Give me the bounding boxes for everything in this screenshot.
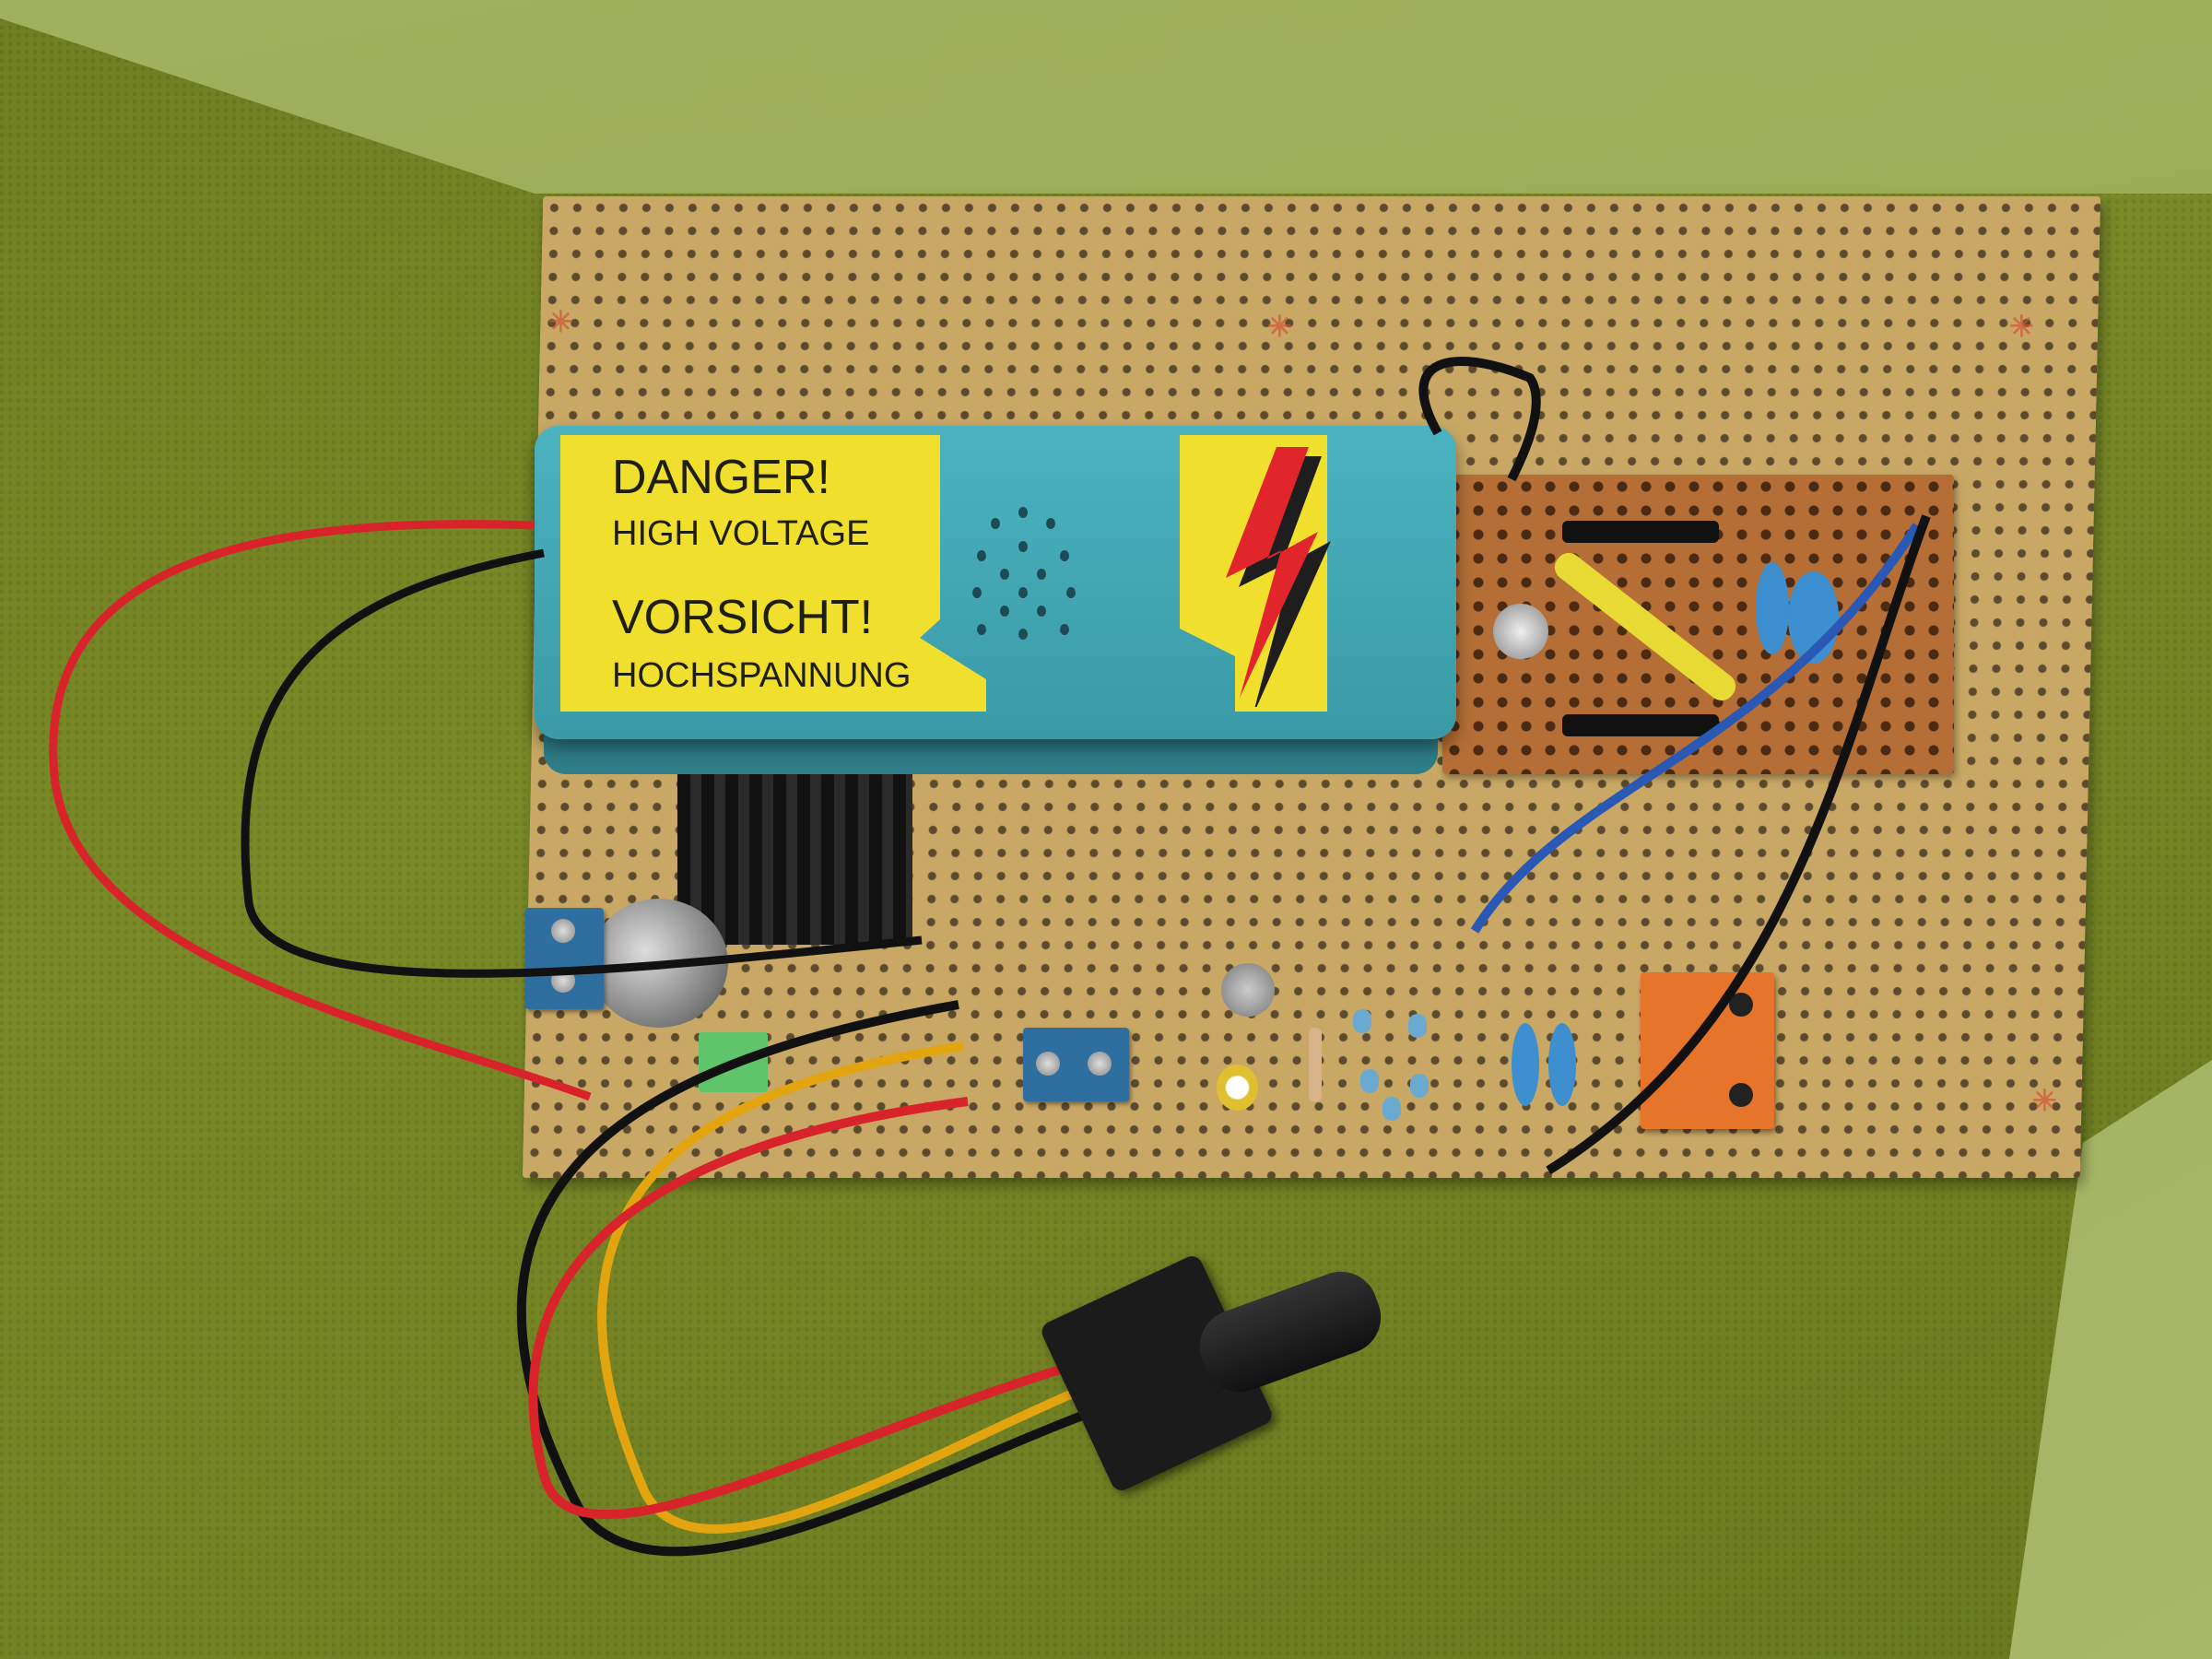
metal-can-transistor <box>1221 963 1275 1017</box>
corner-mark: ✳ <box>548 305 573 338</box>
disc-capacitor <box>1548 1023 1576 1106</box>
hv-module-box: DANGER! HIGH VOLTAGE VORSICHT! HOCHSPANN… <box>535 426 1456 739</box>
black-wire-pot <box>516 1000 1099 1557</box>
diode <box>1562 714 1719 736</box>
speaker-grille-icon <box>963 500 1111 647</box>
corner-mark: ✳ <box>2009 310 2034 343</box>
diode <box>1562 521 1719 543</box>
label-danger: DANGER! <box>612 451 830 504</box>
blue-screw-terminal-middle <box>1023 1028 1129 1101</box>
yellow-wire-pot <box>597 1041 1089 1534</box>
red-wire <box>49 520 592 1101</box>
hv-multiplier-subboard <box>1442 475 1954 774</box>
black-output-wire <box>1546 514 1931 1175</box>
blue-wire <box>1470 523 1922 934</box>
disc-capacitor <box>1512 1023 1539 1106</box>
trimmer-screw <box>1493 604 1548 659</box>
label-vorsicht: VORSICHT! <box>612 591 874 644</box>
resistor <box>1353 1009 1371 1033</box>
resistor <box>1410 1074 1429 1098</box>
label-hochspannung: HOCHSPANNUNG <box>612 656 912 695</box>
warning-label <box>560 435 986 712</box>
label-high-voltage: HIGH VOLTAGE <box>612 514 870 553</box>
disc-capacitor <box>1756 562 1789 654</box>
orange-screw-terminal-output <box>1641 972 1774 1129</box>
black-loop-wire <box>1418 357 1541 482</box>
black-wire <box>241 548 923 978</box>
corner-mark: ✳ <box>2032 1084 2057 1117</box>
resistor <box>1360 1069 1379 1093</box>
resistor <box>1382 1097 1401 1121</box>
small-electrolytic-capacitor <box>1217 1065 1258 1111</box>
resistor <box>1408 1014 1427 1038</box>
red-wire-pot <box>528 1097 1080 1520</box>
resistor <box>1309 1028 1322 1101</box>
corner-mark: ✳ <box>1267 310 1292 343</box>
lightning-bolt-icon <box>1226 447 1331 707</box>
